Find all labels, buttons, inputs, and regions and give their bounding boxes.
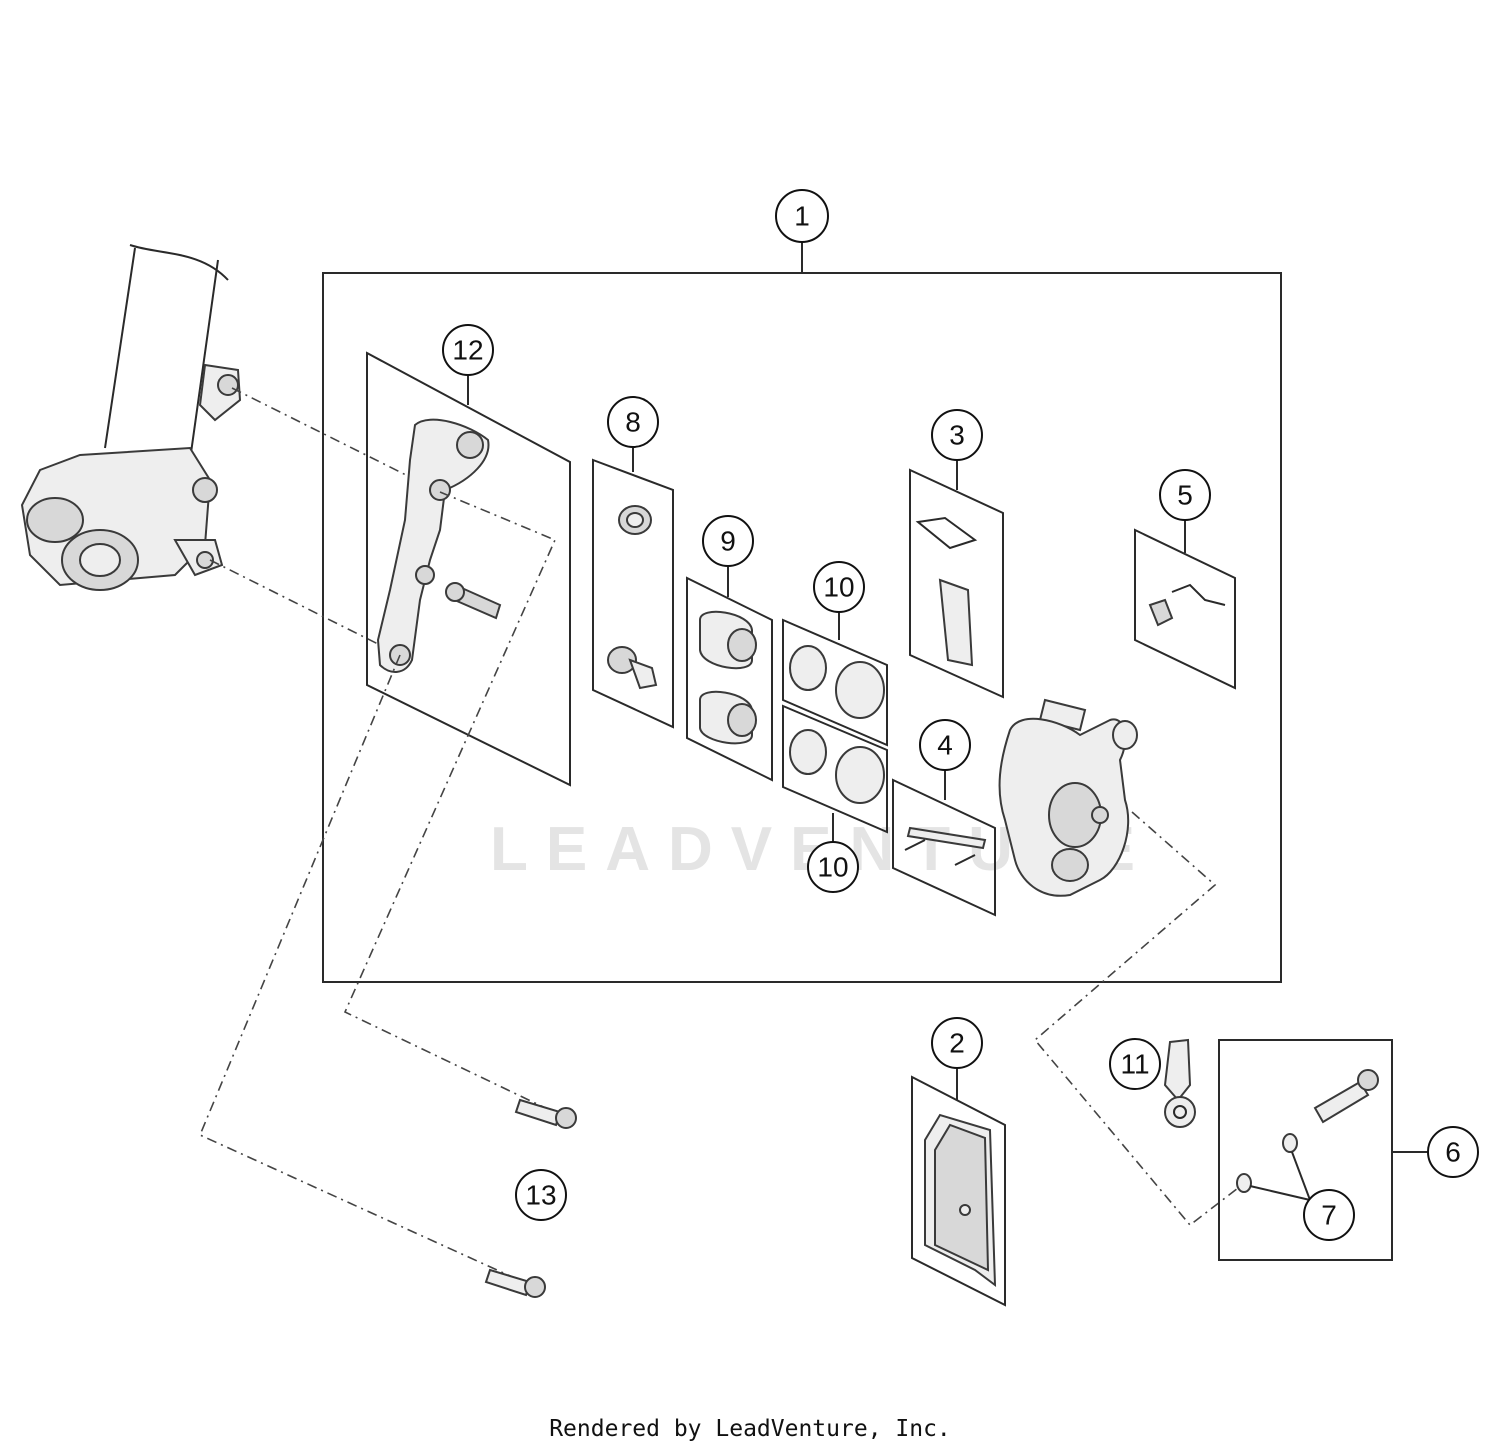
callout-4-label: 4 — [937, 730, 953, 761]
callout-2: 2 — [931, 1017, 983, 1069]
callout-12: 12 — [442, 324, 494, 376]
callout-3: 3 — [931, 409, 983, 461]
callout-8: 8 — [607, 396, 659, 448]
callout-10-lower-label: 10 — [817, 852, 848, 883]
bleeder-kit-box — [1134, 528, 1236, 690]
callout-6: 6 — [1427, 1126, 1479, 1178]
callout-1: 1 — [775, 189, 829, 243]
guide-kit-box — [592, 458, 674, 729]
brake-pad-box — [911, 1075, 1006, 1307]
mounting-bolt-lower — [484, 1268, 546, 1298]
caliper-bracket-drawing — [376, 418, 490, 673]
callout-13-label: 13 — [525, 1180, 556, 1211]
pin-kit-box — [892, 778, 996, 917]
bleeder-drawing — [1148, 583, 1226, 627]
callout-7: 7 — [1303, 1189, 1355, 1241]
callout-12-label: 12 — [452, 335, 483, 366]
bracket-bolt-drawing — [445, 582, 502, 620]
footer-credit: Rendered by LeadVenture, Inc. — [549, 1416, 951, 1442]
piston-drawing — [699, 610, 757, 745]
seal-kit-upper-box — [782, 618, 888, 747]
pin-drawing — [904, 826, 987, 866]
callout-9-label: 9 — [720, 526, 736, 557]
callout-10-upper: 10 — [813, 561, 865, 613]
banjo-bolt-drawing — [1313, 1069, 1379, 1124]
callout-8-label: 8 — [625, 407, 641, 438]
callout-6-label: 6 — [1445, 1137, 1461, 1168]
callout-4: 4 — [919, 719, 971, 771]
callout-2-label: 2 — [949, 1028, 965, 1059]
seal-lower-drawing — [789, 729, 885, 804]
callout-11-label: 11 — [1120, 1049, 1149, 1080]
brake-pad-drawing — [924, 1113, 997, 1288]
sealing-washer-drawing — [1236, 1133, 1311, 1201]
banjo-kit-box — [1218, 1039, 1393, 1261]
brake-caliper-exploded-diagram: LEADVENTURE — [20, 189, 1479, 1307]
callout-1-label: 1 — [794, 201, 810, 232]
caliper-body-drawing — [998, 698, 1138, 897]
callout-5-label: 5 — [1177, 480, 1193, 511]
fork-leg-drawing — [20, 244, 242, 591]
callout-10-lower: 10 — [807, 841, 859, 893]
banjo-fitting-drawing — [1163, 1038, 1196, 1128]
callout-3-label: 3 — [949, 420, 965, 451]
callout-13: 13 — [515, 1169, 567, 1221]
pad-spring-drawing — [915, 516, 978, 667]
callout-9: 9 — [702, 515, 754, 567]
seal-upper-drawing — [789, 645, 885, 719]
bracket-box — [366, 351, 571, 787]
callout-5: 5 — [1159, 469, 1211, 521]
pad-spring-box — [909, 468, 1004, 699]
callout-7-label: 7 — [1321, 1200, 1337, 1231]
callout-10-upper-label: 10 — [823, 572, 854, 603]
callout-11: 11 — [1109, 1038, 1161, 1090]
seal-kit-lower-box — [782, 704, 888, 834]
mounting-bolt-upper — [514, 1098, 577, 1129]
guide-boot-drawing — [607, 505, 658, 690]
piston-kit-box — [686, 576, 773, 782]
